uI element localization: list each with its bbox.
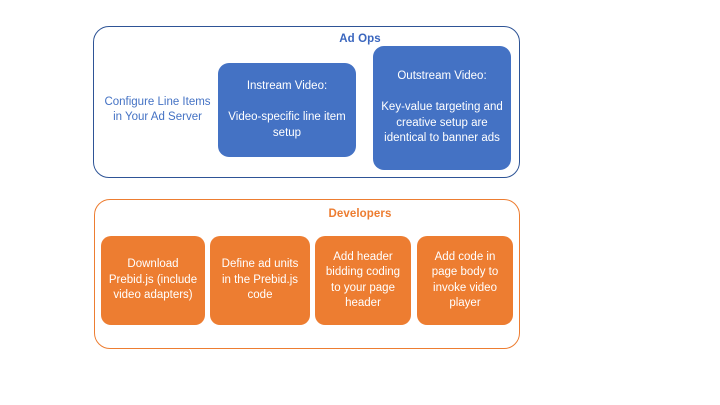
node-add-page-body-code-label: Add code in page body to invoke video pl…	[431, 250, 499, 310]
node-define-ad-units-label: Define ad units in the Prebid.js code	[221, 258, 299, 302]
node-define-ad-units: Define ad units in the Prebid.js code	[210, 236, 310, 325]
node-configure-line-items-label: Configure Line Items in Your Ad Server	[104, 95, 211, 124]
node-add-header-bidding: Add header bidding coding to your page h…	[315, 236, 411, 325]
node-configure-line-items: Configure Line Items in Your Ad Server	[101, 64, 214, 156]
node-download-prebid-label: Download Prebid.js (include video adapte…	[108, 258, 198, 302]
node-outstream-video-label: Outstream Video: Key-value targeting and…	[381, 70, 503, 145]
node-instream-video: Instream Video: Video-specific line item…	[218, 63, 356, 157]
group-title-developers: Developers	[328, 208, 392, 220]
node-outstream-video: Outstream Video: Key-value targeting and…	[373, 46, 511, 170]
group-title-ad-ops: Ad Ops	[339, 33, 381, 45]
node-instream-video-label: Instream Video: Video-specific line item…	[228, 80, 346, 139]
node-add-page-body-code: Add code in page body to invoke video pl…	[417, 236, 513, 325]
node-add-header-bidding-label: Add header bidding coding to your page h…	[325, 250, 401, 310]
node-download-prebid: Download Prebid.js (include video adapte…	[101, 236, 205, 325]
